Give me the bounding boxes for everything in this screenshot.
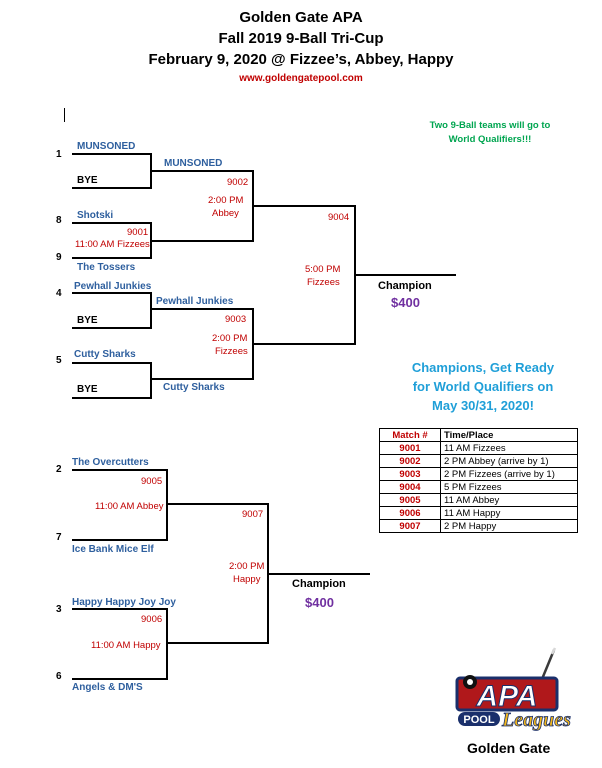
bye-1: BYE	[77, 175, 98, 186]
match-9006-number: 9006	[141, 614, 163, 625]
match-cell: 9005	[379, 493, 441, 507]
match-9004-place: Fizzees	[307, 277, 340, 288]
match-9004-time: 5:00 PM	[305, 264, 341, 275]
logo-pool-text: POOL	[463, 714, 494, 726]
get-ready-note: Champions, Get Ready for World Qualifier…	[398, 358, 568, 415]
team-overcutters: The Overcutters	[72, 457, 149, 468]
qualifier-note-line2: World Qualifiers!!!	[448, 134, 532, 145]
match-cell: 9003	[379, 467, 441, 481]
match-9006-info: 11:00 AM Happy	[91, 640, 161, 651]
match-9003-number: 9003	[225, 314, 247, 325]
time-cell: 2 PM Abbey (arrive by 1)	[440, 454, 578, 468]
champion-label-1: Champion	[378, 280, 432, 292]
apa-logo: APA POOL Leagues Golden Gate	[450, 644, 585, 762]
seed-8: 8	[56, 215, 62, 226]
match-cell: 9006	[379, 506, 441, 520]
seed-7: 7	[56, 532, 62, 543]
seed-1: 1	[56, 149, 62, 160]
match-9005-info: 11:00 AM Abbey	[95, 501, 164, 512]
get-ready-line1: Champions, Get Ready	[411, 360, 555, 375]
team-cutty-sharks: Cutty Sharks	[74, 349, 136, 360]
round2-cutty-sharks: Cutty Sharks	[163, 382, 225, 393]
team-ice-bank: Ice Bank Mice Elf	[72, 544, 154, 555]
header-subtitle: Fall 2019 9-Ball Tri-Cup	[218, 30, 384, 47]
round2-munsoned: MUNSONED	[164, 158, 223, 169]
team-shotski: Shotski	[77, 210, 114, 221]
team-pewhall: Pewhall Junkies	[74, 281, 152, 292]
seed-9: 9	[56, 252, 62, 263]
seed-2: 2	[56, 464, 62, 475]
seed-6: 6	[56, 671, 62, 682]
time-cell: 11 AM Fizzees	[440, 441, 578, 455]
match-9001-info: 11:00 AM Fizzees	[75, 239, 150, 250]
match-9007-time: 2:00 PM	[229, 561, 265, 572]
prize-1: $400	[391, 295, 420, 310]
logo-leagues-text: Leagues	[501, 709, 571, 731]
get-ready-line2: for World Qualifiers on	[412, 379, 554, 394]
qualifier-note: Two 9-Ball teams will go to World Qualif…	[410, 119, 570, 147]
website-link[interactable]: www.goldengatepool.com	[239, 73, 363, 84]
team-angels: Angels & DM'S	[72, 682, 143, 693]
match-9004-number: 9004	[328, 212, 350, 223]
qualifier-note-line1: Two 9-Ball teams will go to	[429, 120, 551, 131]
schedule-header-match: Match #	[379, 428, 441, 442]
match-cell: 9002	[379, 454, 441, 468]
time-cell: 5 PM Fizzees	[440, 480, 578, 494]
match-9002-number: 9002	[227, 177, 249, 188]
match-9003-place: Fizzees	[215, 346, 248, 357]
match-9003-time: 2:00 PM	[212, 333, 248, 344]
match-9002-time: 2:00 PM	[208, 195, 244, 206]
seed-3: 3	[56, 604, 62, 615]
team-tossers: The Tossers	[77, 262, 136, 273]
match-9007-place: Happy	[233, 574, 261, 585]
logo-caption: Golden Gate	[467, 740, 551, 756]
match-cell: 9007	[379, 519, 441, 533]
match-9002-place: Abbey	[212, 208, 239, 219]
match-9001-number: 9001	[127, 227, 149, 238]
team-munsoned: MUNSONED	[77, 141, 136, 152]
team-happy-joy: Happy Happy Joy Joy	[72, 597, 176, 608]
bye-4: BYE	[77, 315, 98, 326]
match-cell: 9001	[379, 441, 441, 455]
get-ready-line3: May 30/31, 2020!	[432, 398, 534, 413]
logo-apa-text: APA	[475, 680, 537, 713]
prize-2: $400	[305, 595, 334, 610]
match-9007-number: 9007	[242, 509, 264, 520]
header-title: Golden Gate APA	[239, 9, 363, 26]
time-cell: 2 PM Happy	[440, 519, 578, 533]
match-9005-number: 9005	[141, 476, 163, 487]
schedule-header-time: Time/Place	[440, 428, 578, 442]
champion-label-2: Champion	[292, 578, 346, 590]
header-date: February 9, 2020 @ Fizzee’s, Abbey, Happ…	[148, 51, 454, 68]
time-cell: 11 AM Abbey	[440, 493, 578, 507]
round2-pewhall: Pewhall Junkies	[156, 296, 234, 307]
seed-5: 5	[56, 355, 62, 366]
time-cell: 2 PM Fizzees (arrive by 1)	[440, 467, 578, 481]
time-cell: 11 AM Happy	[440, 506, 578, 520]
bye-5: BYE	[77, 384, 98, 395]
schedule-header-row: Match # Time/Place	[379, 428, 578, 442]
apa-logo-graphic: APA POOL Leagues	[455, 647, 571, 731]
text-cursor	[64, 108, 65, 122]
match-cell: 9004	[379, 480, 441, 494]
seed-4: 4	[56, 288, 62, 299]
